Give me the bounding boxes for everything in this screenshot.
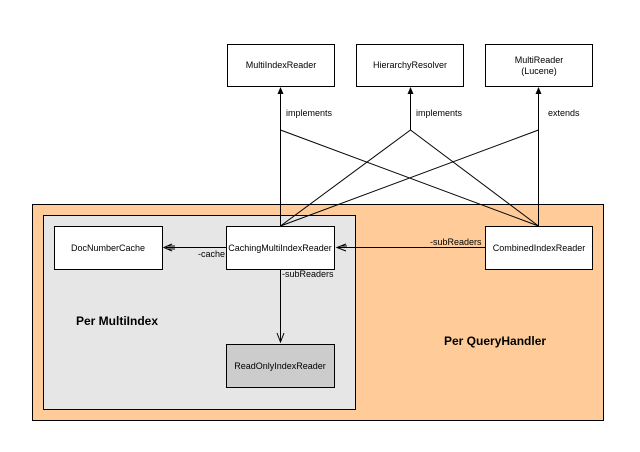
edge-caching-to-hierarchy-resolver: [280, 129, 411, 227]
cache-label: -cache: [198, 249, 225, 259]
arrowhead-hierarchy-resolver: [407, 87, 414, 94]
class-multi-index-reader[interactable]: MultiIndexReader: [227, 44, 335, 87]
class-combined-index-reader[interactable]: CombinedIndexReader: [485, 226, 593, 270]
open-arrow-sub-readers-combined: [335, 243, 347, 252]
implements-label-1: implements: [286, 108, 333, 118]
sub-readers-caching-label: -subReaders: [282, 269, 334, 279]
class-caching-multi-index-reader[interactable]: CachingMultiIndexReader: [226, 226, 335, 270]
per-query-handler-label: Per QueryHandler: [444, 334, 546, 348]
per-multi-index-label: Per MultiIndex: [76, 314, 158, 328]
class-doc-number-cache[interactable]: DocNumberCache: [54, 226, 163, 270]
class-hierarchy-resolver[interactable]: HierarchyResolver: [356, 44, 464, 87]
open-arrow-sub-readers-caching: [276, 332, 285, 344]
class-read-only-index-reader[interactable]: ReadOnlyIndexReader: [226, 344, 335, 388]
extends-label: extends: [548, 108, 580, 118]
edge-caching-to-multi-reader: [280, 129, 539, 227]
class-multi-reader-label-line2: (Lucene): [521, 66, 557, 76]
edge-combined-to-hierarchy-resolver: [410, 129, 539, 227]
arrowhead-multi-index-reader: [277, 87, 284, 94]
class-combined-index-reader-label: CombinedIndexReader: [493, 243, 586, 253]
class-multi-index-reader-label: MultiIndexReader: [246, 60, 317, 70]
sub-readers-combined-label: -subReaders: [430, 237, 482, 247]
class-read-only-index-reader-label: ReadOnlyIndexReader: [234, 361, 326, 371]
open-arrow-cache: [162, 243, 175, 252]
implements-label-2: implements: [416, 108, 463, 118]
class-caching-multi-index-reader-label: CachingMultiIndexReader: [228, 243, 332, 253]
class-hierarchy-resolver-label: HierarchyResolver: [373, 60, 447, 70]
class-multi-reader-label-line1: MultiReader: [515, 55, 564, 65]
class-doc-number-cache-label: DocNumberCache: [71, 243, 145, 253]
class-multi-reader[interactable]: MultiReader (Lucene): [485, 44, 593, 87]
arrowhead-multi-reader: [535, 87, 542, 94]
